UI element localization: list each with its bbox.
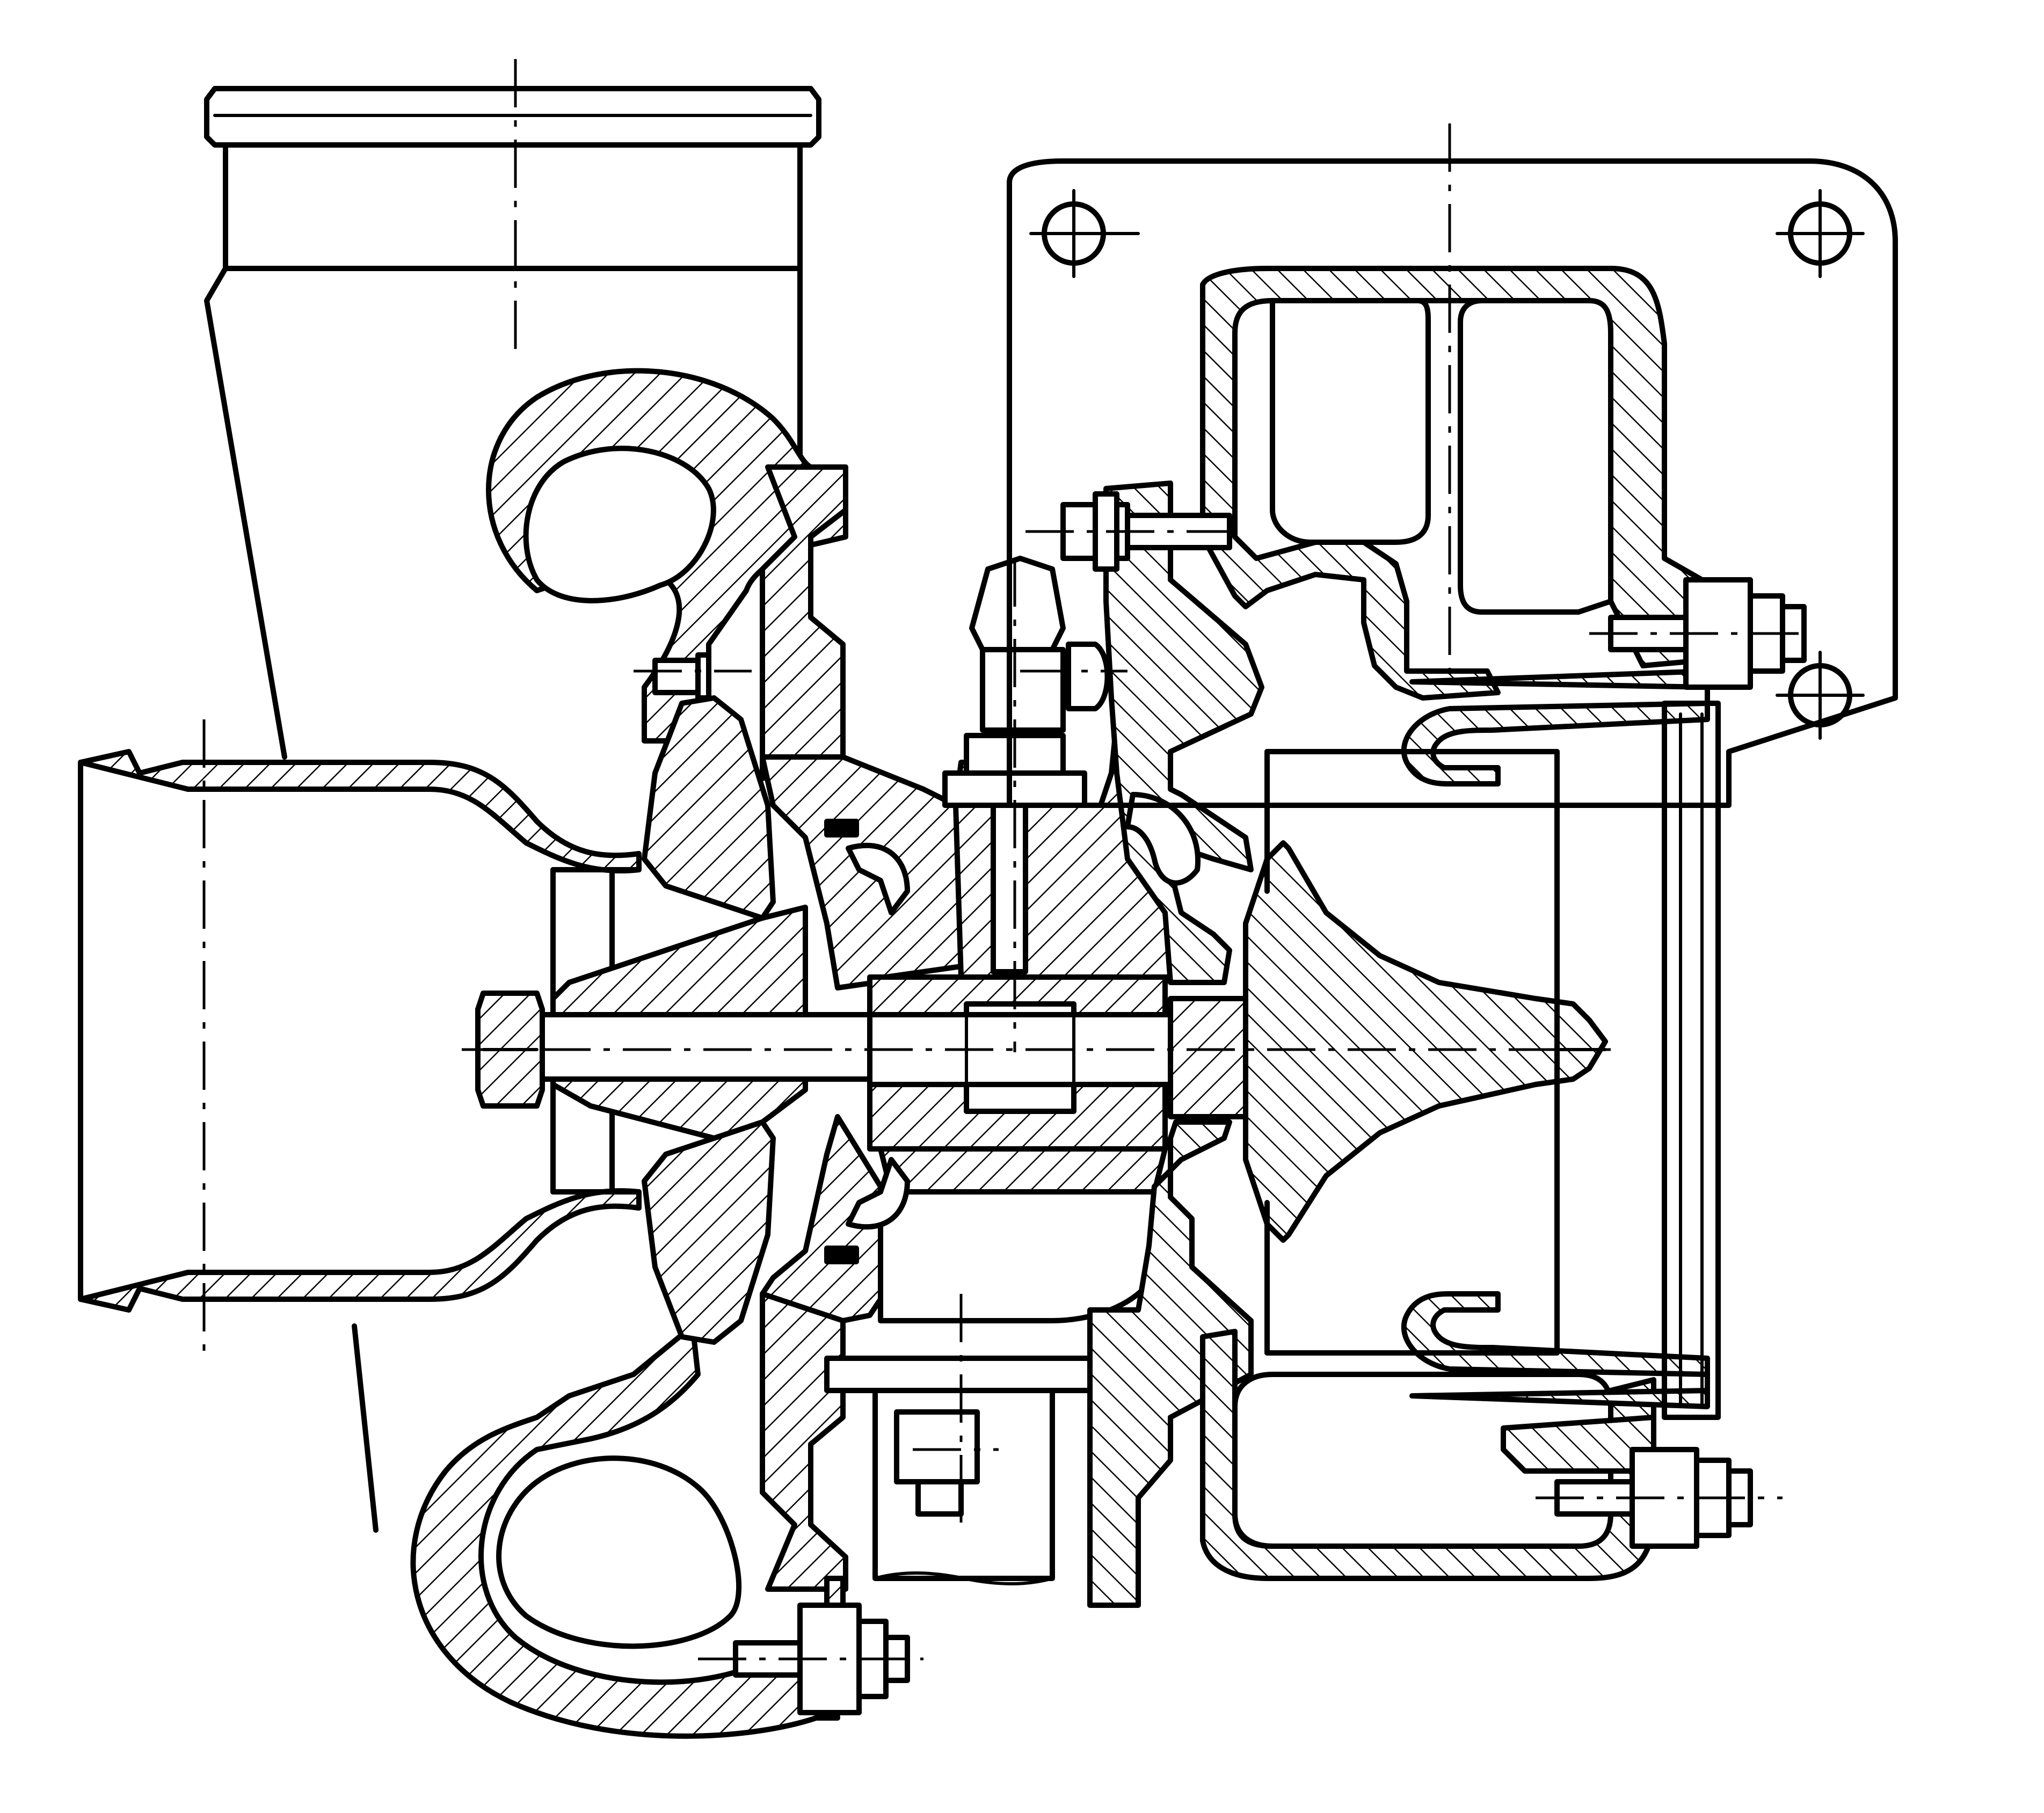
rotor-shaft [475,991,889,1109]
compressor-backplate [1087,480,1264,1608]
compressor-inlet-pipe [204,86,821,760]
centerlines [202,59,1809,1661]
flange-bolt-holes [1029,189,1865,740]
turbine-volute-lower [352,1323,840,1739]
exhaust-inlet-pipe [78,749,642,1313]
bearing-housing [760,556,1179,1585]
compressor-housing [1007,158,1898,1581]
turbine-volute-upper [486,368,848,744]
compressor-wheel [1168,840,1608,1243]
